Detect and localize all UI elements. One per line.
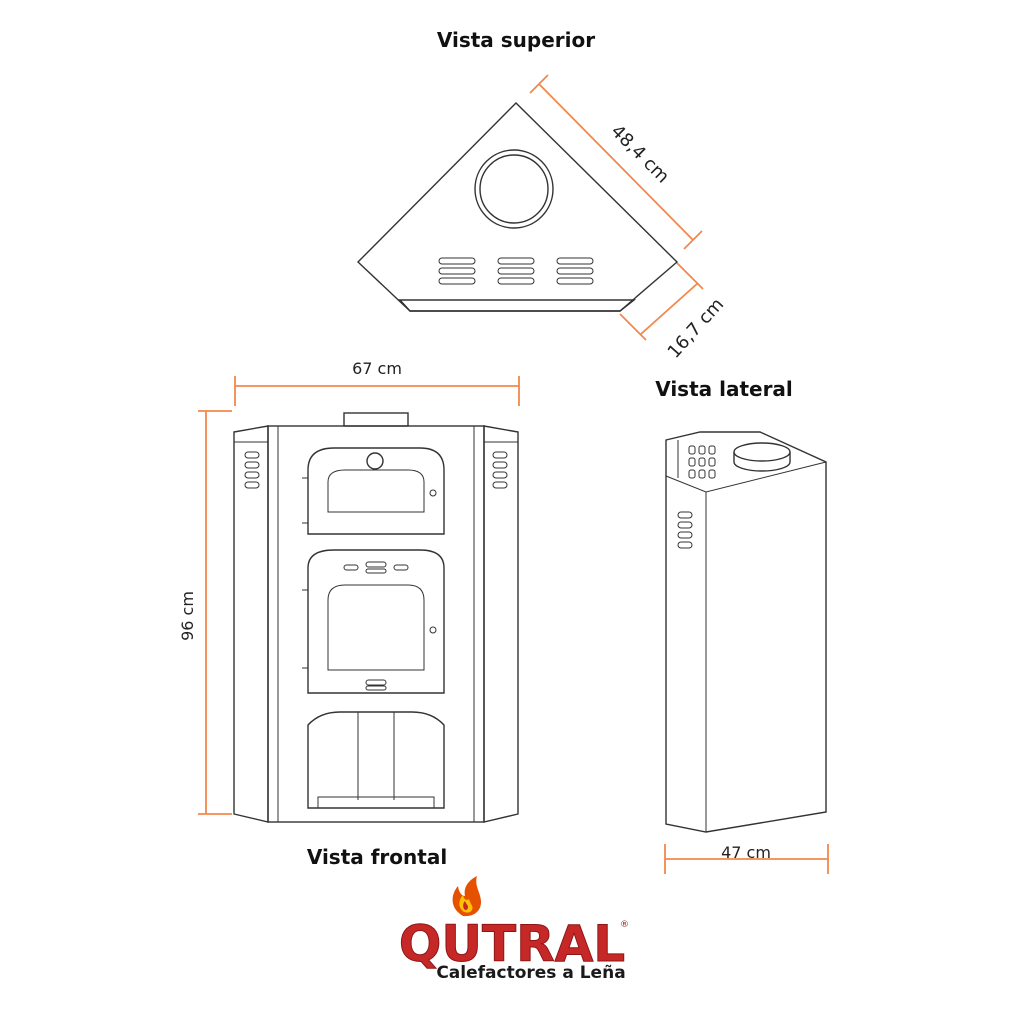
front-left-panel bbox=[233, 425, 269, 823]
registered-mark: ® bbox=[620, 920, 629, 930]
side-view-title: Vista lateral bbox=[655, 377, 793, 401]
dim-front-width: 67 cm bbox=[234, 359, 520, 406]
vent-group-left bbox=[438, 257, 476, 285]
top-view-front-lip bbox=[398, 299, 637, 312]
air-slot bbox=[393, 564, 409, 571]
front-view: 67 cm 96 cm bbox=[178, 359, 520, 869]
vent-group-right bbox=[556, 257, 594, 285]
dim-side-width-label: 47 cm bbox=[721, 843, 771, 862]
air-regulator bbox=[365, 561, 387, 568]
dim-top-diagonal: 48,4 cm bbox=[529, 74, 703, 250]
side-flue bbox=[733, 442, 791, 472]
top-view: Vista superior bbox=[356, 28, 728, 363]
vent-group-center bbox=[497, 257, 535, 285]
dim-top-depth: 16,7 cm bbox=[619, 262, 728, 363]
front-right-vents bbox=[492, 451, 508, 489]
top-view-title: Vista superior bbox=[437, 28, 595, 52]
oven-door bbox=[302, 447, 445, 535]
flame-icon bbox=[452, 876, 481, 917]
air-slot bbox=[343, 564, 359, 571]
brand-logo: QUTRAL ® Calefactores a Leña bbox=[398, 876, 629, 983]
front-flue-pipe bbox=[343, 412, 409, 427]
dim-front-width-label: 67 cm bbox=[352, 359, 402, 378]
top-view-outline bbox=[356, 102, 679, 312]
front-face-inner-frame bbox=[277, 425, 475, 823]
side-top-edge bbox=[665, 461, 827, 493]
firebox-door-handle bbox=[429, 626, 437, 634]
front-main-face bbox=[267, 425, 485, 823]
side-view: Vista lateral bbox=[655, 377, 829, 874]
brand-tagline: Calefactores a Leña bbox=[436, 963, 625, 983]
side-view-outline bbox=[665, 431, 827, 833]
oven-thermometer bbox=[366, 452, 384, 470]
side-body-vents bbox=[677, 511, 693, 549]
ash-regulator bbox=[365, 679, 387, 686]
dim-front-height-label: 96 cm bbox=[178, 591, 197, 641]
front-left-vents bbox=[244, 451, 260, 489]
dim-top-diagonal-label: 48,4 cm bbox=[607, 121, 674, 188]
top-view-flue-outer bbox=[474, 149, 554, 229]
top-view-vents bbox=[438, 257, 594, 285]
side-top-vents bbox=[688, 445, 716, 479]
dim-front-height: 96 cm bbox=[178, 410, 232, 815]
brand-name: QUTRAL bbox=[399, 915, 625, 973]
firebox-door bbox=[302, 549, 445, 694]
front-view-title: Vista frontal bbox=[307, 845, 447, 869]
top-view-flue-inner bbox=[479, 154, 549, 224]
front-right-panel bbox=[483, 425, 519, 823]
oven-door-handle bbox=[429, 489, 437, 497]
wood-storage bbox=[307, 711, 445, 809]
dim-side-width: 47 cm bbox=[664, 843, 829, 874]
